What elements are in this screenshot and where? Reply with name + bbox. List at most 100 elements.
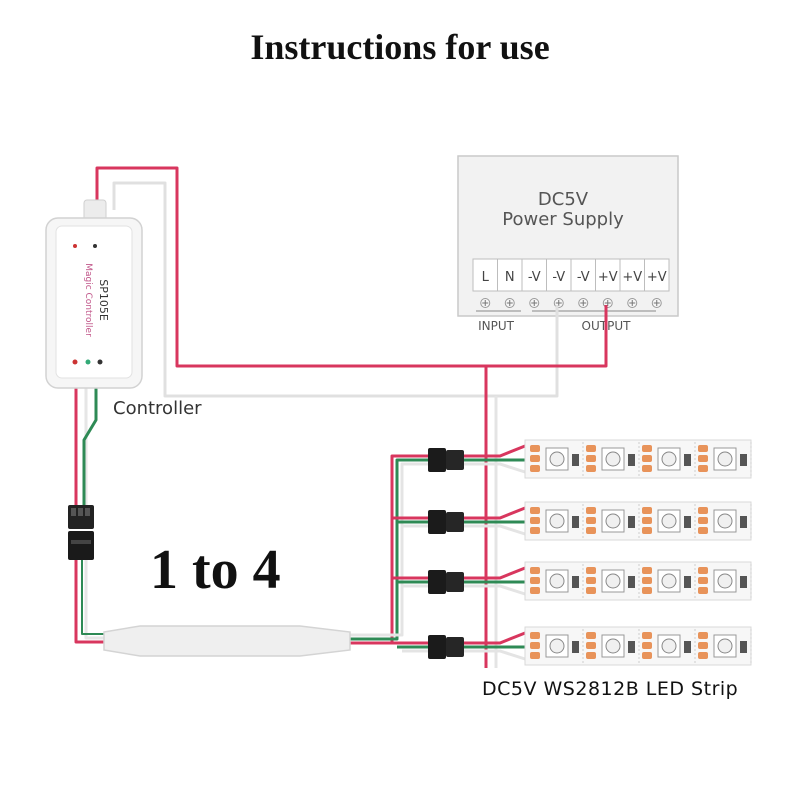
- led-pad: [698, 577, 708, 584]
- power-supply-name: Power Supply: [502, 209, 624, 230]
- led-pad: [698, 652, 708, 659]
- led-resistor: [740, 641, 747, 653]
- led-pad: [586, 642, 596, 649]
- led-lens: [549, 638, 565, 654]
- led-pad: [698, 507, 708, 514]
- led-strip: [524, 439, 752, 479]
- led-resistor: [740, 576, 747, 588]
- led-pad: [530, 587, 540, 594]
- led-resistor: [684, 576, 691, 588]
- controller-caption: Controller: [113, 398, 202, 419]
- led-lens: [549, 573, 565, 589]
- led-lens: [549, 513, 565, 529]
- led-resistor: [684, 641, 691, 653]
- terminal-label: +V: [647, 270, 667, 285]
- led-resistor: [628, 454, 635, 466]
- led-pad: [698, 527, 708, 534]
- led-pad: [586, 652, 596, 659]
- led-resistor: [628, 516, 635, 528]
- strip-connector-female: [428, 635, 446, 659]
- led-strip: [524, 501, 752, 541]
- led-resistor: [628, 641, 635, 653]
- led-pad: [642, 527, 652, 534]
- led-resistor: [572, 641, 579, 653]
- strip-pigtail-positive: [464, 444, 526, 458]
- strip-connectors: [428, 444, 526, 661]
- led-pad: [586, 577, 596, 584]
- led-lens: [717, 451, 733, 467]
- led-pad: [586, 567, 596, 574]
- strip-caption: DC5V WS2812B LED Strip: [482, 678, 739, 700]
- led-lens: [717, 638, 733, 654]
- led-pad: [530, 445, 540, 452]
- strip-pigtail-positive: [464, 506, 526, 520]
- led-pad: [530, 567, 540, 574]
- led-pad: [530, 527, 540, 534]
- strip-connector-female: [428, 510, 446, 534]
- input-label: INPUT: [478, 319, 515, 333]
- led-resistor: [740, 454, 747, 466]
- controller-box: SP105E Magic Controller: [45, 199, 143, 389]
- led-resistor: [572, 576, 579, 588]
- led-pad: [530, 507, 540, 514]
- terminal-label: -V: [528, 270, 541, 285]
- led-pad: [698, 642, 708, 649]
- led-pad: [530, 465, 540, 472]
- led-resistor: [572, 454, 579, 466]
- strip-connector-male: [446, 637, 464, 657]
- controller-connector: [68, 505, 94, 560]
- power-supply-voltage: DC5V: [538, 189, 589, 210]
- led-lens: [605, 638, 621, 654]
- led-strip: [524, 626, 752, 666]
- led-lens: [717, 573, 733, 589]
- controller-model: SP105E: [97, 279, 110, 321]
- led-lens: [661, 638, 677, 654]
- led-strip: [524, 561, 752, 601]
- positive-wire: [95, 166, 608, 368]
- led-pad: [530, 577, 540, 584]
- strip-pigtail-negative: [464, 462, 526, 474]
- strip-connector-male: [446, 572, 464, 592]
- strip-pigtail-negative: [464, 649, 526, 661]
- led-pad: [642, 465, 652, 472]
- led-lens: [605, 573, 621, 589]
- led-pad: [530, 652, 540, 659]
- led-pad: [530, 632, 540, 639]
- terminal-label: -V: [552, 270, 565, 285]
- led-lens: [661, 451, 677, 467]
- splitter-output-wires: [350, 454, 428, 653]
- split-label: 1 to 4: [150, 539, 281, 601]
- main-wires: [74, 166, 608, 668]
- led-resistor: [684, 454, 691, 466]
- strip-connector-female: [428, 570, 446, 594]
- led-pad: [586, 632, 596, 639]
- led-resistor: [572, 516, 579, 528]
- negative-wire: [112, 181, 559, 398]
- led-lens: [605, 451, 621, 467]
- led-pad: [698, 465, 708, 472]
- led-pad: [642, 455, 652, 462]
- terminal-label: L: [482, 270, 490, 285]
- strip-pigtail-negative: [464, 524, 526, 536]
- led-pad: [530, 517, 540, 524]
- led-pad: [642, 652, 652, 659]
- led-pad: [642, 445, 652, 452]
- led-pad: [530, 455, 540, 462]
- led-pad: [698, 455, 708, 462]
- led-pad: [642, 577, 652, 584]
- strip-pigtail-positive: [464, 566, 526, 580]
- led-pad: [698, 587, 708, 594]
- led-resistor: [684, 516, 691, 528]
- led-resistor: [628, 576, 635, 588]
- led-pad: [698, 632, 708, 639]
- led-pad: [586, 517, 596, 524]
- led-pad: [642, 642, 652, 649]
- led-pad: [642, 517, 652, 524]
- controller-output-cable: [74, 385, 104, 644]
- led-pad: [642, 567, 652, 574]
- led-lens: [661, 573, 677, 589]
- terminal-screws: [480, 298, 662, 308]
